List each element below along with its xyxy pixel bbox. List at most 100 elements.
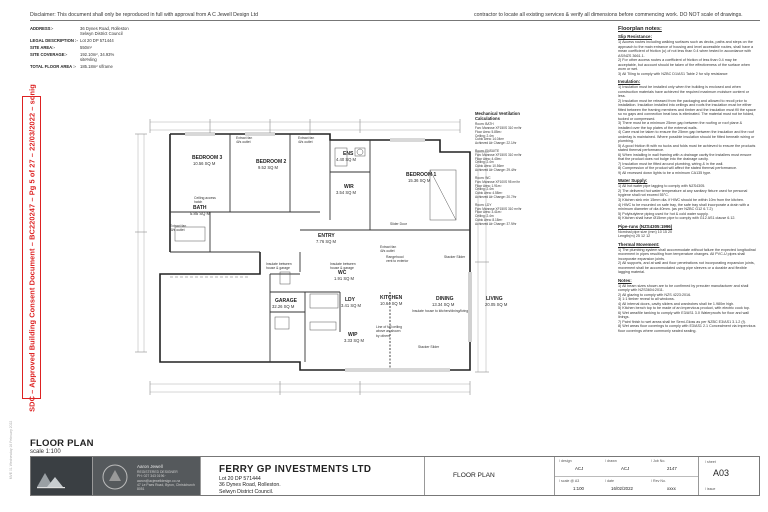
ventilation-title: Mechanical Ventilation Calculations xyxy=(475,111,520,121)
site-info-key: SITE COVERAGE:- xyxy=(30,52,68,57)
room-area: 32.26 SQ M xyxy=(272,304,295,309)
room-area: 3.33 SQ M xyxy=(344,338,365,343)
room-label: KITCHEN xyxy=(380,295,403,301)
notes-section: Thermal Movement: 1) The plumbing system… xyxy=(618,242,756,275)
consent-stamp-text: SDC – Approved Building Consent Document… xyxy=(27,83,36,412)
room-area: 20.05 SQ M xyxy=(485,302,508,307)
sheet-number: A03 xyxy=(713,468,730,478)
designer-badge-icon xyxy=(102,464,128,490)
plan-annotation: Extract fan 4l/s outlet xyxy=(298,136,315,145)
meta-label: / scale @ A3 xyxy=(559,479,580,483)
site-info-table: ADDRESS:- 36 Dynes Road, Rolleston Selwy… xyxy=(30,26,140,71)
notes-section: Slip Resistance: 1) Access routes includ… xyxy=(618,34,756,76)
plan-annotation: Extract fan 4l/s outlet xyxy=(380,245,397,254)
ventilation-body: Room: BATH Fan: Manrose XF150S 310 m³/hr… xyxy=(475,122,522,226)
notes-section-title: Notes: xyxy=(618,277,632,283)
site-info-value: Lot 20 DP 571444 xyxy=(80,38,114,43)
room-area: 7.76 SQ M xyxy=(316,239,337,244)
floor-plan-drawing xyxy=(135,119,489,395)
sheet-name-block: FLOOR PLAN xyxy=(425,457,555,495)
meta-label: / design xyxy=(559,459,572,463)
side-print-text: MVE 01 Wednesday 16 February 2022 xyxy=(9,420,13,480)
company-logo xyxy=(31,457,93,495)
window-openings xyxy=(170,132,472,372)
client-address: Lot 20 DP 571444 36 Dynes Road, Rollesto… xyxy=(219,476,281,495)
ventilation-calculations: Mechanical Ventilation Calculations Room… xyxy=(475,111,545,227)
plan-annotation: Ceiling access hatch xyxy=(194,196,216,205)
notes-title: Floorplan notes: xyxy=(618,26,662,32)
room-area: 10.64 SQ M xyxy=(380,301,403,306)
room-area: 13.34 SQ M xyxy=(432,302,455,307)
notes-section-title: Slip Resistance: xyxy=(618,34,652,39)
floorplan-notes: Floorplan notes: Slip Resistance: 1) Acc… xyxy=(618,26,756,336)
sheet-number-block: / sheet A03 / issue xyxy=(699,457,761,495)
meta-row: / design ACJ / drawn ACJ / Job No. 2147 xyxy=(555,457,698,476)
meta-value: 2147 xyxy=(667,466,677,471)
room-label: ENTRY xyxy=(318,233,335,239)
disclaimer-text: Disclaimer: This document shall only be … xyxy=(30,12,258,18)
drawing-scale: scale 1:100 xyxy=(30,449,61,455)
dimension-lines xyxy=(135,119,489,395)
room-label: BEDROOM 3 xyxy=(192,155,223,161)
consent-stamp: SDC – Approved Building Consent Document… xyxy=(22,84,41,411)
site-info-row: SITE COVERAGE:- 192.10m², 34.93% site%li… xyxy=(30,52,140,62)
site-info-key: SITE AREA:- xyxy=(30,45,55,50)
plan-annotation: Insulate between house & garage xyxy=(330,262,356,271)
site-info-row: LEGAL DESCRIPTION :- Lot 20 DP 571444 xyxy=(30,38,140,43)
plan-annotation: Extract fan 4l/s outlet xyxy=(236,136,253,145)
plan-annotation: Stacker Slider xyxy=(444,255,466,259)
designer-details: REGISTERED DESIGNER PH: 027 343 0196 · a… xyxy=(137,470,195,491)
site-info-value: 36 Dynes Road, Rolleston Selwyn District… xyxy=(80,26,129,36)
designer-block: Aaron Jewell REGISTERED DESIGNER PH: 027… xyxy=(93,457,201,495)
issue-label: / issue xyxy=(705,487,716,491)
drawing-meta-block: / design ACJ / drawn ACJ / Job No. 2147 … xyxy=(555,457,699,495)
contractor-note: contractor to locate all existing servic… xyxy=(474,12,743,18)
meta-value: ACJ xyxy=(621,466,630,471)
site-info-key: LEGAL DESCRIPTION :- xyxy=(30,38,78,43)
site-info-value: 550m² xyxy=(80,45,92,50)
client-block: FERRY GP INVESTMENTS LTD Lot 20 DP 57144… xyxy=(201,457,425,495)
room-label: BEDROOM 1 xyxy=(406,172,437,178)
meta-value: xxxx xyxy=(667,486,676,491)
notes-section-body: 1) All beam sizes shown are to be confir… xyxy=(618,283,756,333)
site-info-key: TOTAL FLOOR AREA :- xyxy=(30,64,76,69)
room-label: WIP xyxy=(348,332,358,338)
room-area: 1.91 SQ M xyxy=(334,276,355,281)
room-label: LDY xyxy=(345,297,355,303)
plan-annotation: Insulate house to kitchen/dining/living xyxy=(412,309,469,313)
notes-section-title: Insulation: xyxy=(618,79,641,85)
room-label: BATH xyxy=(193,205,207,211)
sheet-label: / sheet xyxy=(705,460,716,464)
room-label: WIR xyxy=(344,184,354,190)
site-info-value: 192.10m², 34.93% site%ling xyxy=(80,52,115,62)
room-label: WC xyxy=(338,270,347,276)
plan-annotation: Slider Door xyxy=(390,222,407,226)
notes-section-title: Pipe-runs (NZS4305:1996) xyxy=(618,223,673,229)
meta-label: / Job No. xyxy=(651,459,666,463)
notes-section-title: Thermal Movement: xyxy=(618,241,660,247)
meta-value: ACJ xyxy=(575,466,584,471)
plan-annotation: Insulate between house & garage xyxy=(266,262,292,271)
sheet-name: FLOOR PLAN xyxy=(453,472,495,479)
room-area: 3.41 SQ M xyxy=(341,303,362,308)
notes-section-title: Water Supply: xyxy=(618,178,648,184)
designer-name: Aaron Jewell xyxy=(137,464,163,469)
site-info-row: ADDRESS:- 36 Dynes Road, Rolleston Selwy… xyxy=(30,26,140,36)
room-area: 5.85 SQ M xyxy=(190,211,211,216)
meta-label: / drawn xyxy=(605,459,617,463)
meta-value: 1:100 xyxy=(573,486,584,491)
interior-walls xyxy=(170,134,470,370)
room-label: GARAGE xyxy=(275,298,297,304)
room-area: 15.36 SQ M xyxy=(408,178,431,183)
notes-section: Insulation: 1) Insulation must be instal… xyxy=(618,79,756,175)
notes-section: Water Supply: 1) All hot water pipe lagg… xyxy=(618,178,756,220)
notes-section: Pipe-runs (NZS4305:1996) Nominal pipe si… xyxy=(618,224,756,239)
drawing-title: FLOOR PLAN xyxy=(30,438,94,449)
room-label: ENS xyxy=(343,151,354,157)
meta-label: / date xyxy=(605,479,614,483)
meta-value: 16/02/2022 xyxy=(611,486,633,491)
notes-section: Notes: 1) All beam sizes shown are to be… xyxy=(618,278,756,334)
room-label: LIVING xyxy=(486,296,503,302)
meta-row: / scale @ A3 1:100 / date 16/02/2022 / R… xyxy=(555,476,698,495)
header-divider xyxy=(30,20,760,21)
